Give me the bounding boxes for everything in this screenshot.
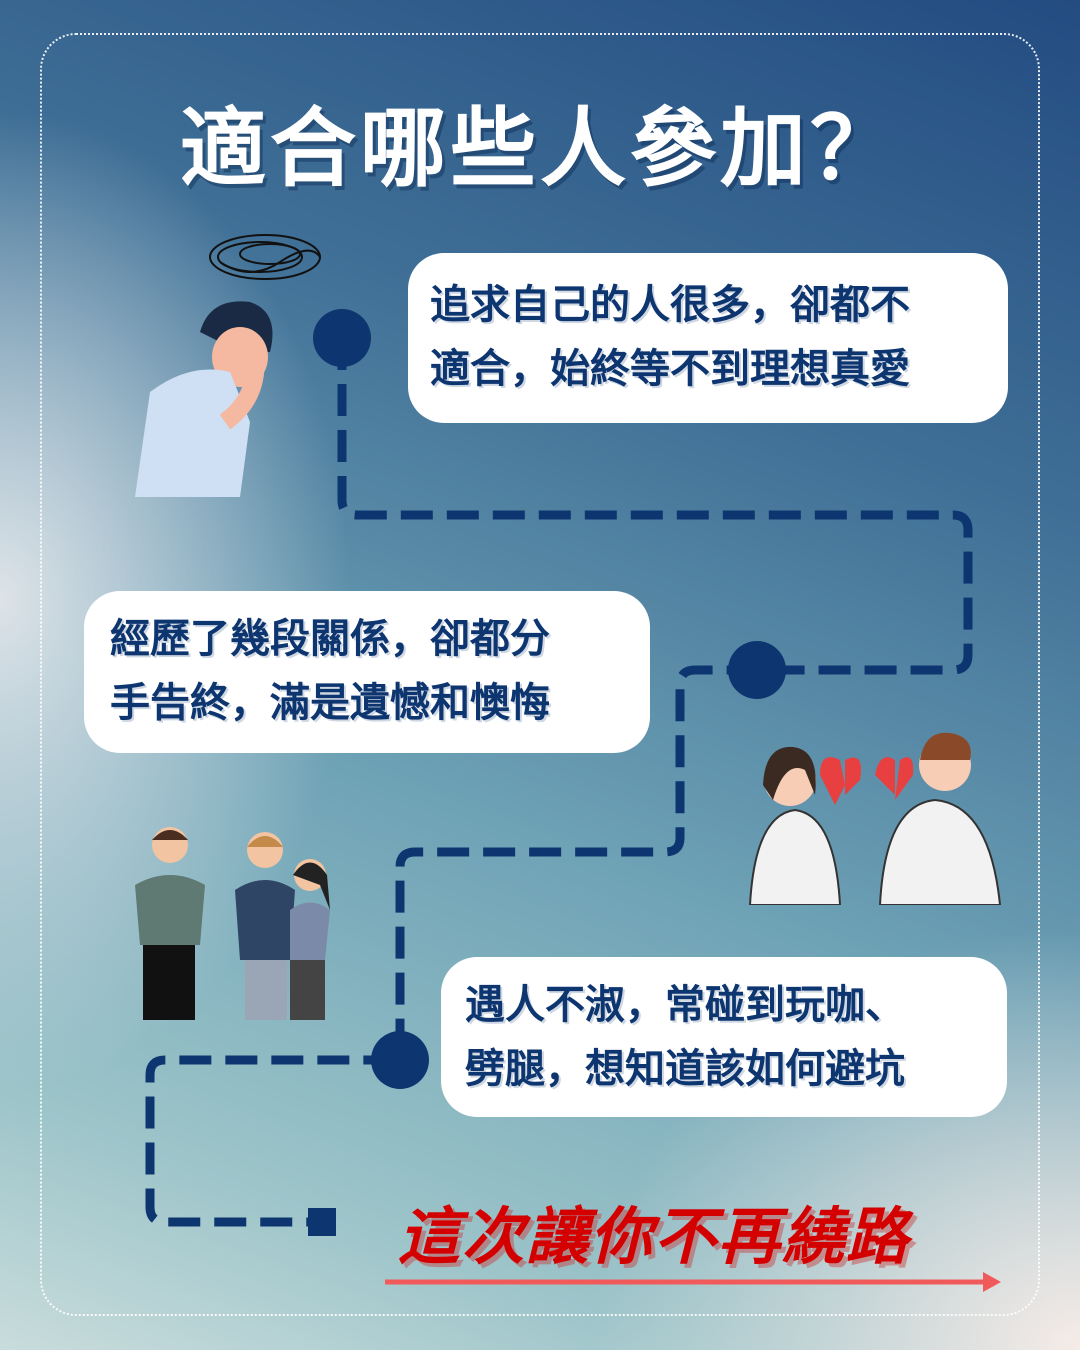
path-node-2: [728, 641, 786, 699]
bubble-3-line-1: 遇人不淑，常碰到玩咖、: [465, 982, 905, 1028]
path-end-square: [308, 1208, 336, 1236]
friends-group-illustration: [135, 827, 330, 1020]
dotted-frame: [40, 33, 1040, 1316]
bubble-1-line-2: 適合，始終等不到理想真愛: [430, 346, 910, 392]
bubble-3-line-2: 劈腿，想知道該如何避坑: [465, 1046, 905, 1092]
bubble-1: 追求自己的人很多，卻都不 適合，始終等不到理想真愛: [408, 253, 1008, 423]
bubble-1-line-1: 追求自己的人很多，卻都不: [430, 282, 910, 328]
arrow-right-icon: [385, 1272, 1001, 1292]
slogan: 這次讓你不再繞路: [398, 1200, 911, 1273]
bubble-2-line-1: 經歷了幾段關係，卻都分: [110, 616, 550, 662]
path-node-3: [371, 1031, 429, 1089]
bubble-3: 遇人不淑，常碰到玩咖、 劈腿，想知道該如何避坑: [441, 957, 1007, 1117]
bubble-2: 經歷了幾段關係，卻都分 手告終，滿是遺憾和懊悔: [84, 591, 650, 753]
page-title: 適合哪些人參加？: [180, 99, 900, 199]
path-node-1: [313, 309, 371, 367]
bubble-2-line-2: 手告終，滿是遺憾和懊悔: [110, 680, 550, 726]
couple-broken-hearts-illustration: [748, 732, 1002, 905]
stressed-person-illustration: [135, 234, 321, 497]
